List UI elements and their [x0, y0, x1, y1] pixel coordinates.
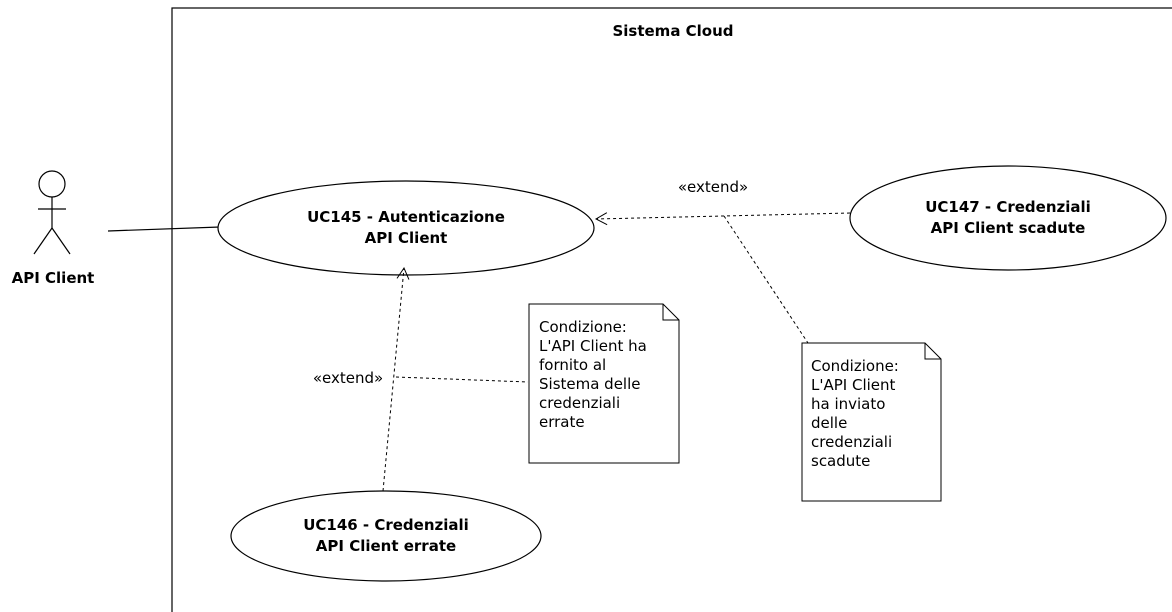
- note-errate-text: Condizione: L'API Client ha fornito al S…: [539, 318, 652, 431]
- extend-uc147-label: «extend»: [678, 178, 748, 196]
- uc146-line1: UC146 - Credenziali: [303, 516, 469, 534]
- note-errate-line: Condizione:: [539, 318, 627, 336]
- actor-api-client: API Client: [12, 170, 95, 287]
- actor-left-leg: [33, 227, 53, 255]
- uc145-line1: UC145 - Autenticazione: [307, 208, 505, 226]
- note-scadute-line: Condizione:: [811, 357, 899, 375]
- note-errate: Condizione: L'API Client ha fornito al S…: [528, 303, 680, 464]
- note-errate-shape: [528, 303, 680, 464]
- uc147-line2: API Client scadute: [931, 219, 1086, 237]
- note-scadute: Condizione: L'API Client ha inviato dell…: [801, 342, 942, 502]
- actor-right-leg: [51, 227, 71, 255]
- system-boundary: [171, 7, 1172, 612]
- actor-name: API Client: [12, 269, 95, 287]
- note-scadute-line: scadute: [811, 452, 870, 470]
- note-scadute-line: L'API Client: [811, 376, 896, 394]
- note-errate-anchor: [395, 376, 529, 383]
- note-scadute-line: credenziali: [811, 433, 892, 451]
- note-scadute-text: Condizione: L'API Client ha inviato dell…: [811, 357, 904, 470]
- actor-head: [38, 170, 66, 198]
- extend-uc147-arrow: [594, 212, 851, 226]
- extend-uc146-label: «extend»: [313, 369, 383, 387]
- note-errate-line: L'API Client ha: [539, 337, 647, 355]
- uc146-ellipse: [230, 490, 542, 582]
- uc145-ellipse: [217, 180, 595, 276]
- note-errate-fold: [662, 304, 679, 321]
- note-scadute-line: ha inviato: [811, 395, 885, 413]
- note-scadute-line: delle: [811, 414, 847, 432]
- note-errate-line: fornito al: [539, 356, 606, 374]
- note-scadute-fold: [924, 343, 941, 360]
- note-scadute-anchor: [723, 215, 809, 344]
- note-errate-line: Sistema delle: [539, 375, 641, 393]
- use-case-uc145: UC145 - Autenticazione API Client: [217, 180, 595, 276]
- note-errate-line: errate: [539, 413, 585, 431]
- note-scadute-shape: [801, 342, 942, 502]
- note-errate-line: credenziali: [539, 394, 620, 412]
- system-title: Sistema Cloud: [612, 22, 733, 40]
- uc147-line1: UC147 - Credenziali: [925, 198, 1091, 216]
- uc145-line2: API Client: [365, 229, 448, 247]
- extend-uc146-arrow: [382, 266, 410, 492]
- uc147-ellipse: [849, 165, 1167, 271]
- use-case-uc146: UC146 - Credenziali API Client errate: [230, 490, 542, 582]
- uc146-line2: API Client errate: [316, 537, 456, 555]
- use-case-uc147: UC147 - Credenziali API Client scadute: [849, 165, 1167, 271]
- association-actor-uc145: [107, 226, 221, 232]
